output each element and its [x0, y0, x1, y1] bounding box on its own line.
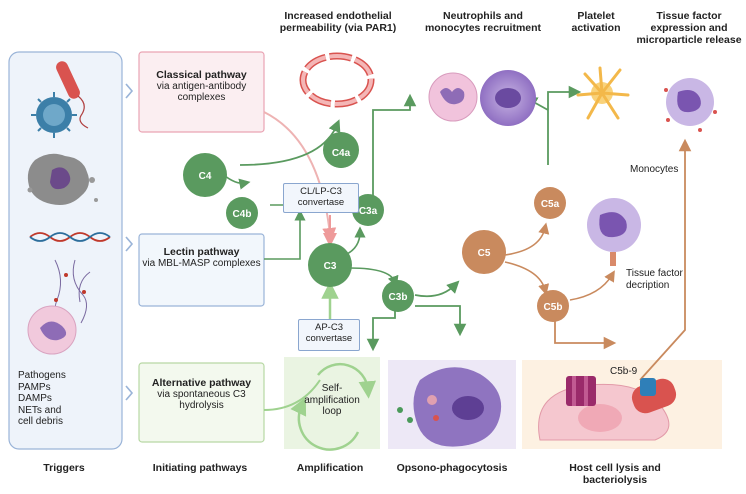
neutrophil-icon: [428, 72, 478, 122]
classical-pathway-desc: via antigen-antibody complexes: [156, 81, 247, 103]
footer-amplification: Amplification: [296, 462, 364, 474]
c4-node: [183, 153, 227, 197]
footer-opsono: Opsono-phagocytosis: [396, 462, 508, 474]
alternative-pathway-desc: via spontaneous C3 hydrolysis: [157, 389, 246, 411]
monocyte-icon: [480, 70, 536, 126]
lectin-pathway-desc: via MBL-MASP complexes: [142, 258, 261, 269]
footer-lysis: Host cell lysis and bacteriolysis: [569, 462, 661, 487]
monocyte-middle-icon: [587, 198, 641, 266]
footer-triggers: Triggers: [43, 462, 85, 474]
c5a-label: C5a: [541, 199, 560, 210]
alternative-pathway-text: Alternative pathway via spontaneous C3 h…: [139, 368, 264, 411]
c5b9-to-tissue-factor-arrow: [639, 138, 692, 381]
c3b-to-ap-convertase-arrow: [366, 308, 396, 352]
alternative-pathway-box: [138, 362, 265, 443]
c3-node: [308, 243, 352, 287]
lectin-pathway-text: Lectin pathway via MBL-MASP complexes: [139, 237, 264, 269]
alternative-pathway-title: Alternative pathway: [151, 377, 252, 389]
tissue-factor-monocyte-icon: [664, 78, 717, 132]
c3-to-c3b-arrow: [349, 267, 399, 288]
c4b-label: C4b: [233, 209, 252, 220]
header-endothelial: Increased endothelial permeability (via …: [279, 10, 397, 35]
header-neutrophils: Neutrophils and monocytes recruitment: [424, 10, 542, 35]
c4-label: C4: [199, 171, 212, 182]
cell-debris-icon: [27, 153, 98, 205]
bacterium-icon: [56, 61, 89, 129]
c5b9-label: C5b-9: [610, 366, 638, 377]
c5b-to-lysis-arrow: [554, 318, 617, 350]
amplification-loop-icon: [290, 362, 377, 451]
c4-to-c4a-arrow: [239, 119, 341, 166]
virus-icon: [31, 92, 77, 138]
net-icon: [27, 259, 91, 355]
c5-to-c5a-arrow: [504, 222, 550, 256]
triggers-text: Pathogens PAMPs DAMPs NETs and cell debr…: [18, 370, 66, 427]
classical-to-c3-arrow: [263, 111, 337, 242]
c5b-label: C5b: [544, 302, 563, 313]
c5b-to-monocyte-arrow: [569, 270, 615, 301]
classical-pathway-title: Classical pathway: [156, 69, 247, 81]
lectin-to-convertase-arrow: [264, 209, 306, 260]
self-amplification-text: Self-amplification loop: [304, 383, 360, 417]
c5a-node: [534, 187, 566, 219]
header-platelet: Platelet activation: [571, 10, 621, 35]
c3b-to-opsono-arrow: [415, 305, 467, 337]
cl-lp-c3-convertase: CL/LP-C3 convertase: [283, 183, 359, 213]
dna-icon: [29, 232, 111, 242]
classical-pathway-box: [138, 51, 265, 133]
trigger-chevron-icons: [125, 83, 134, 401]
footer-initiating: Initiating pathways: [152, 462, 248, 474]
header-tissue-factor: Tissue factor expression and micropartic…: [636, 10, 742, 47]
c3-label: C3: [324, 261, 337, 272]
c5-node: [462, 230, 506, 274]
c5b-node: [537, 290, 569, 322]
c5-to-c5b-arrow: [504, 261, 550, 296]
bacterium-lysis-icon: [631, 378, 677, 414]
phagocyte-icon: [397, 367, 502, 447]
c3a-label: C3a: [359, 206, 378, 217]
c5a-to-platelet-arrow: [547, 85, 582, 165]
c3b-to-c5-arrow: [414, 280, 460, 298]
host-cell-icon: [538, 376, 670, 441]
c4a-label: C4a: [332, 148, 351, 159]
c3b-node: [382, 280, 414, 312]
c3a-node: [352, 194, 384, 226]
platelet-icon: [576, 66, 630, 120]
c4b-node: [226, 197, 258, 229]
monocytes-label: Monocytes: [630, 164, 679, 175]
c5-label: C5: [478, 248, 491, 259]
ap-c3-convertase: AP-C3 convertase: [298, 319, 360, 351]
c3a-to-neutrophils-arrow: [372, 93, 417, 200]
tissue-factor-decription-label: Tissue factor decription: [626, 268, 683, 291]
classical-pathway-text: Classical pathway via antigen-antibody c…: [139, 60, 264, 103]
lectin-pathway-box: [138, 233, 265, 307]
endothelial-cells-icon: [299, 52, 375, 108]
triggers-panel: [8, 51, 123, 450]
c3b-label: C3b: [389, 292, 408, 303]
lectin-pathway-title: Lectin pathway: [163, 246, 240, 258]
